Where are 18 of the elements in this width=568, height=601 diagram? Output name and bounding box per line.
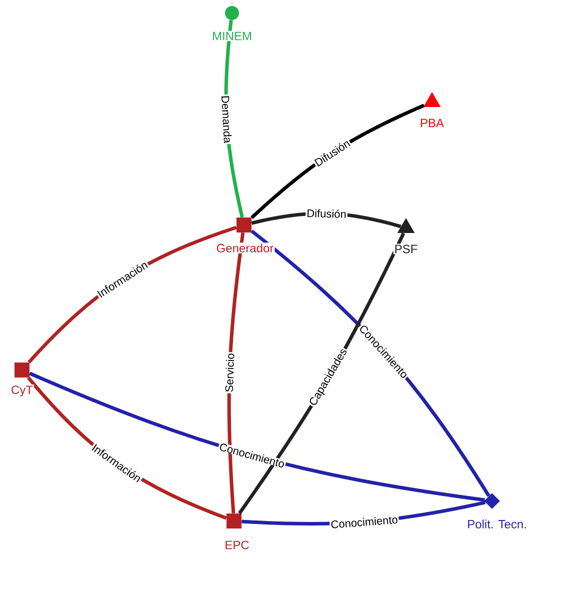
square-marker [14, 362, 30, 378]
node-label: PBA [419, 118, 445, 128]
diamond-marker [484, 493, 500, 509]
node-label: Polit. Tecn. [466, 518, 528, 530]
node-label: Generador [215, 242, 275, 254]
node-label: MINEM [211, 30, 253, 42]
edge-label: Conocimiento [329, 515, 400, 529]
square-marker [236, 218, 252, 232]
node-label: CyT [10, 384, 34, 398]
edge-label: Servicio [224, 352, 234, 394]
circle-marker [225, 6, 239, 20]
triangle-marker [397, 218, 415, 233]
square-marker [226, 514, 242, 528]
edge-label: Difusión [306, 208, 348, 218]
node-label: EPC [224, 540, 250, 550]
triangle-marker [423, 92, 441, 107]
node-label: PSF [393, 244, 419, 254]
edge-label: Demanda [221, 94, 232, 144]
